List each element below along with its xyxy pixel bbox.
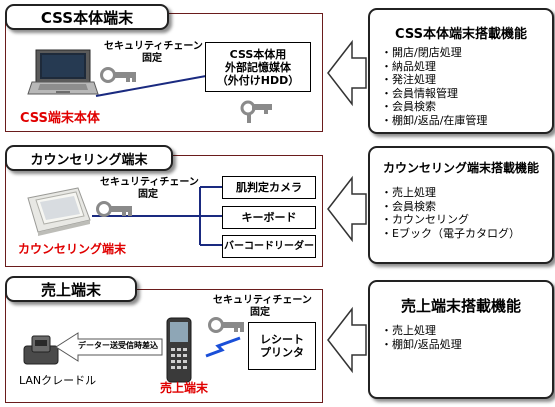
counseling-lock-label: セキュリティチェーン 固定 — [100, 177, 199, 200]
sales-lock-label: セキュリティチェーン 固定 — [213, 295, 312, 318]
sales-cradle-label: LANクレードル — [19, 374, 97, 387]
list-item: ・納品処理 — [381, 59, 436, 73]
list-item: ・棚卸/返品処理 — [381, 337, 462, 351]
wireless-icon — [205, 336, 241, 358]
terminal-icon — [27, 187, 91, 236]
main-info-list: ・開店/閉店処理 ・納品処理 ・発注処理 ・会員情報管理 ・会員検索 ・棚卸/返… — [381, 46, 487, 128]
arrow-icon — [327, 175, 367, 243]
counseling-info-box: カウンセリング端末搭載機能 ・売上処理 ・会員検索 ・カウンセリング ・Eブック… — [368, 146, 554, 264]
list-item: ・会員検索 — [381, 199, 436, 213]
receipt-printer-box: レシート プリンタ — [248, 322, 316, 370]
handheld-icon — [166, 317, 192, 383]
main-info-title: CSS本体端末搭載機能 — [395, 27, 527, 42]
main-section-tag: CSS本体端末 — [5, 4, 169, 30]
sales-arrow-label: データー送受信時差込 — [78, 341, 158, 350]
sales-device-label: 売上端末 — [160, 381, 209, 395]
main-hdd-box: CSS本体用 外部記憶媒体 （外付けHDD） — [205, 42, 311, 92]
lock-icon — [208, 317, 244, 333]
laptop-icon — [27, 49, 99, 95]
peripheral-camera: 肌判定カメラ — [222, 176, 316, 199]
peripheral-barcode-reader: バーコードリーダー — [222, 235, 316, 258]
cradle-icon — [23, 335, 59, 365]
list-item: ・会員検索 — [381, 100, 436, 114]
sales-info-box: 売上端末搭載機能 ・売上処理 ・棚卸/返品処理 — [368, 280, 554, 399]
counseling-section-tag: カウンセリング端末 — [5, 145, 173, 171]
counseling-device-label: カウンセリング端末 — [18, 242, 127, 256]
list-item: ・カウンセリング — [381, 213, 469, 227]
arrow-icon — [55, 332, 163, 362]
counseling-info-list: ・売上処理 ・会員検索 ・カウンセリング ・Eブック（電子カタログ） — [381, 186, 520, 240]
sales-info-title: 売上端末搭載機能 — [400, 297, 521, 315]
arrow-icon — [327, 39, 367, 107]
list-item: ・発注処理 — [381, 73, 436, 87]
counseling-info-title: カウンセリング端末搭載機能 — [382, 161, 539, 175]
sales-section-tag: 売上端末 — [5, 276, 137, 302]
main-info-box: CSS本体端末搭載機能 ・開店/閉店処理 ・納品処理 ・発注処理 ・会員情報管理… — [368, 8, 554, 134]
main-device-label: CSS端末本体 — [20, 111, 100, 126]
list-item: ・Eブック（電子カタログ） — [381, 226, 520, 240]
lock-icon — [96, 201, 132, 217]
list-item: ・会員情報管理 — [381, 86, 458, 100]
list-item: ・開店/閉店処理 — [381, 46, 462, 59]
arrow-icon — [327, 306, 367, 374]
main-lock-label: セキュリティチェーン 固定 — [104, 41, 203, 64]
list-item: ・売上処理 — [381, 186, 436, 199]
peripheral-keyboard: キーボード — [222, 206, 316, 229]
sales-info-list: ・売上処理 ・棚卸/返品処理 — [381, 324, 462, 351]
list-item: ・棚卸/返品/在庫管理 — [381, 113, 488, 127]
lock-icon — [240, 100, 272, 123]
lock-icon — [100, 67, 136, 83]
list-item: ・売上処理 — [381, 324, 436, 337]
